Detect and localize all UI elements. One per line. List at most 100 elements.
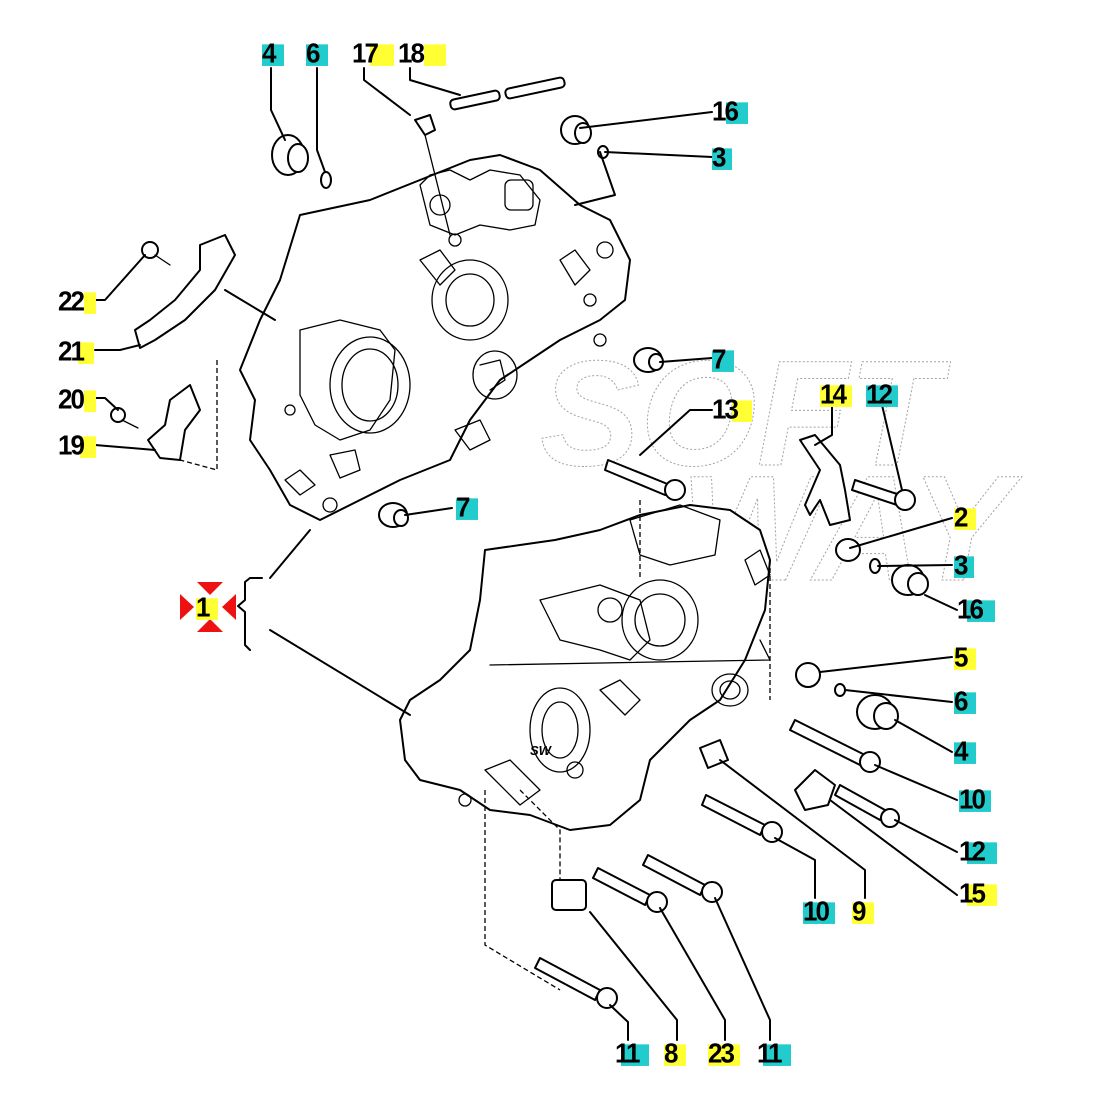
callout-11-right[interactable]: 11 xyxy=(757,1039,791,1067)
callout-7-upper[interactable]: 7 xyxy=(712,345,734,373)
callout-6-right[interactable]: 6 xyxy=(954,687,976,715)
crankcase-right-half[interactable]: SW xyxy=(399,504,771,831)
callout-21[interactable]: 21 xyxy=(58,337,94,365)
callout-10-right[interactable]: 10 xyxy=(959,785,991,813)
callout-12-right[interactable]: 12 xyxy=(959,837,997,865)
bolt-12-right xyxy=(834,784,900,828)
callout-13[interactable]: 13 xyxy=(712,395,752,423)
callout-number: 12 xyxy=(959,834,986,868)
callout-8[interactable]: 8 xyxy=(664,1039,686,1067)
callout-10-bottom[interactable]: 10 xyxy=(803,897,835,925)
bracket-14 xyxy=(799,434,851,526)
callout-16-top[interactable]: 16 xyxy=(712,97,748,125)
callout-highlight xyxy=(732,400,752,422)
callout-highlight xyxy=(967,884,997,906)
dowel-7-upper xyxy=(633,347,664,373)
callout-number: 14 xyxy=(820,377,847,411)
callout-highlight xyxy=(84,390,96,412)
callout-5[interactable]: 5 xyxy=(954,643,976,671)
pin-18-a xyxy=(449,89,501,111)
assembly-bracket xyxy=(237,529,411,716)
callout-highlight xyxy=(954,692,976,714)
callout-16-right[interactable]: 16 xyxy=(957,595,995,623)
callout-2[interactable]: 2 xyxy=(954,503,976,531)
callout-7-lower[interactable]: 7 xyxy=(456,493,478,521)
bolt-23 xyxy=(592,867,668,913)
callout-number: 4 xyxy=(954,734,969,768)
callout-highlight xyxy=(84,292,96,314)
callout-number: 3 xyxy=(712,140,727,174)
callout-number: 11 xyxy=(757,1036,782,1070)
callout-11-left[interactable]: 11 xyxy=(615,1039,649,1067)
casting-mark-sw: SW xyxy=(530,743,553,758)
callout-highlight xyxy=(712,350,734,372)
callout-number: 1 xyxy=(196,590,211,624)
callout-number: 10 xyxy=(959,782,986,816)
o-ring-6-top xyxy=(320,171,332,189)
callout-number: 5 xyxy=(954,640,969,674)
callout-number: 6 xyxy=(954,684,969,718)
callout-highlight xyxy=(262,44,284,66)
callout-15[interactable]: 15 xyxy=(959,879,997,907)
callout-12-top[interactable]: 12 xyxy=(866,380,898,408)
callout-highlight xyxy=(78,342,94,364)
callout-3-right[interactable]: 3 xyxy=(954,551,974,579)
callout-number: 7 xyxy=(712,342,727,376)
leader-lines xyxy=(94,67,958,1041)
callout-number: 9 xyxy=(852,894,867,928)
callout-9[interactable]: 9 xyxy=(852,897,874,925)
callout-number: 8 xyxy=(664,1036,679,1070)
arrow-down-icon xyxy=(197,582,223,595)
callout-highlight xyxy=(664,1044,686,1066)
callout-4-top[interactable]: 4 xyxy=(262,39,284,67)
bolt-10-right xyxy=(789,719,881,773)
bushing-4-top xyxy=(271,134,309,176)
fitting-17 xyxy=(414,114,436,136)
callout-highlight xyxy=(196,598,218,620)
callout-20[interactable]: 20 xyxy=(58,385,96,413)
rubber-8 xyxy=(551,879,587,911)
callout-number: 6 xyxy=(306,36,321,70)
bushing-16-top xyxy=(560,115,592,145)
callout-highlight xyxy=(967,600,995,622)
bolt-11-left xyxy=(534,957,618,1009)
callout-number: 17 xyxy=(352,36,379,70)
bolt-13 xyxy=(604,459,686,501)
bolt-12-top xyxy=(851,479,916,511)
callout-23[interactable]: 23 xyxy=(708,1039,740,1067)
callout-highlight xyxy=(820,385,852,407)
callout-number: 21 xyxy=(58,334,85,368)
callout-3-top[interactable]: 3 xyxy=(712,143,732,171)
callout-number: 2 xyxy=(954,500,969,534)
callout-highlight xyxy=(708,1044,740,1066)
assembly-marker-arrows xyxy=(180,582,236,632)
callout-highlight xyxy=(954,648,976,670)
callout-highlight xyxy=(456,498,478,520)
callout-17[interactable]: 17 xyxy=(352,39,394,67)
callout-18[interactable]: 18 xyxy=(398,39,446,67)
callout-4-right[interactable]: 4 xyxy=(954,737,976,765)
callout-22[interactable]: 22 xyxy=(58,287,96,315)
arrow-right-icon xyxy=(180,594,194,620)
callout-highlight xyxy=(763,1044,791,1066)
callout-number: 23 xyxy=(708,1036,735,1070)
callout-number: 3 xyxy=(954,548,969,582)
callout-highlight xyxy=(306,44,328,66)
callout-14[interactable]: 14 xyxy=(820,380,852,408)
callout-highlight xyxy=(967,842,997,864)
callout-number: 18 xyxy=(398,36,425,70)
callout-number: 13 xyxy=(712,392,739,426)
small-parts xyxy=(110,76,929,1009)
callout-number: 15 xyxy=(959,876,986,910)
bolt-11-right xyxy=(642,854,723,903)
callout-highlight xyxy=(712,148,732,170)
callout-6-top[interactable]: 6 xyxy=(306,39,328,67)
callout-highlight xyxy=(954,556,974,578)
callout-highlight xyxy=(852,902,874,924)
callout-1[interactable]: 1 xyxy=(196,593,218,621)
callout-number: 11 xyxy=(615,1036,640,1070)
crankcase-left-half[interactable] xyxy=(239,154,631,521)
callout-19[interactable]: 19 xyxy=(58,431,96,459)
callout-highlight xyxy=(80,436,96,458)
